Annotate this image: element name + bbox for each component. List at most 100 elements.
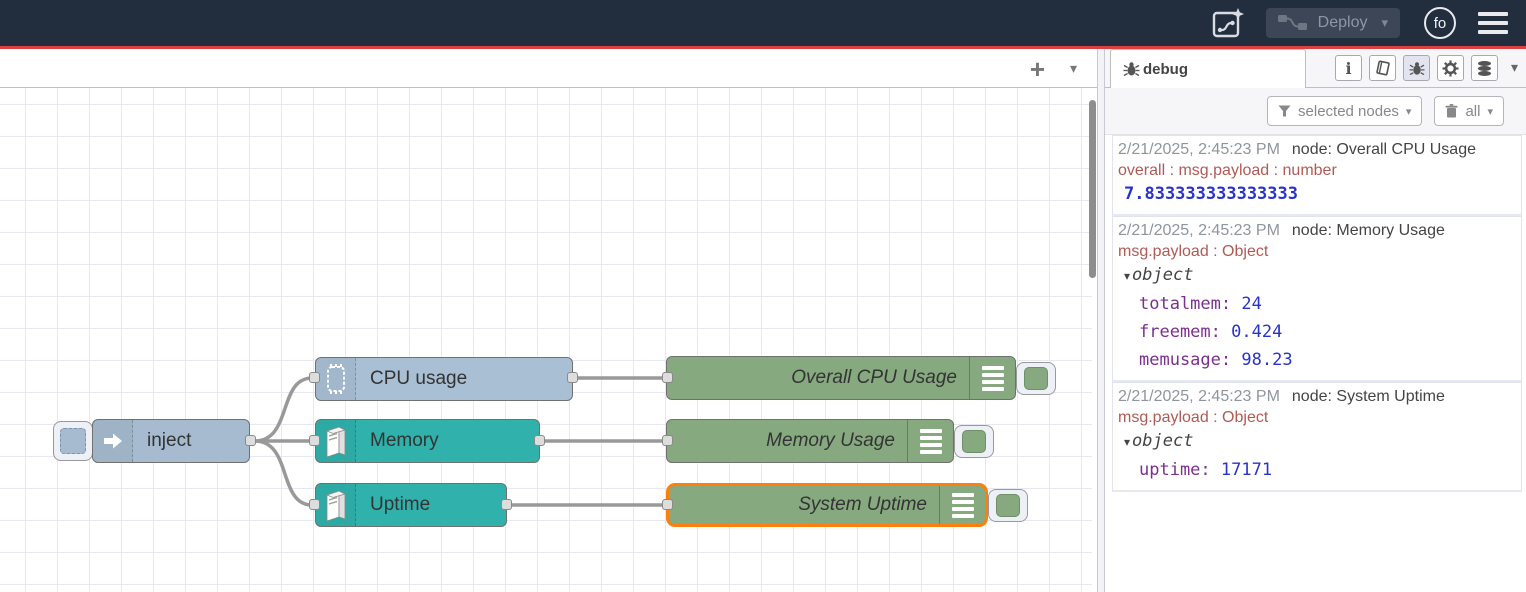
port-inject-out[interactable] [245, 435, 256, 446]
object-label: object [1132, 431, 1194, 451]
server-tower-icon [316, 420, 356, 462]
flow-tabbar: + ▾ [0, 49, 1097, 88]
node-debug-overall-cpu[interactable]: Overall CPU Usage [666, 356, 1016, 400]
deploy-label: Deploy [1317, 14, 1368, 31]
message-meta: msg.payload : Object [1118, 243, 1269, 260]
payload-property: freemem: 0.424 [1118, 318, 1516, 346]
tab-debug-button[interactable] [1403, 55, 1430, 81]
sidebar-resize-handle[interactable] [1097, 49, 1105, 592]
flow-canvas[interactable]: inject CPU usage [0, 88, 1096, 592]
header-bar: Deploy ▾ fo [0, 0, 1526, 46]
debug-filter-button[interactable]: selected nodes ▾ [1267, 96, 1423, 126]
debug-console-icon [969, 357, 1015, 399]
payload-property: totalmem: 24 [1118, 290, 1516, 318]
tab-help-button[interactable] [1369, 55, 1396, 81]
tab-config-button[interactable] [1437, 55, 1464, 81]
info-icon: i [1345, 58, 1352, 78]
add-flow-button[interactable]: + [1029, 54, 1045, 84]
port-debug-cpu-in[interactable] [662, 372, 673, 383]
flow-assistant-icon[interactable] [1208, 6, 1248, 40]
node-memory[interactable]: Memory [315, 419, 540, 463]
wire[interactable] [253, 439, 314, 507]
server-tower-icon [316, 484, 356, 526]
property-value: 17171 [1220, 460, 1273, 480]
node-label: Memory [370, 430, 439, 451]
wire[interactable] [253, 376, 314, 443]
property-key: uptime: [1139, 460, 1211, 480]
database-icon [1478, 60, 1491, 76]
inject-trigger-button[interactable] [53, 421, 93, 461]
user-avatar[interactable]: fo [1424, 7, 1456, 39]
deploy-button[interactable]: Deploy ▾ [1265, 8, 1400, 38]
filter-icon [1278, 105, 1291, 117]
filter-label: selected nodes [1298, 102, 1399, 120]
message-meta: msg.payload : Object [1118, 409, 1269, 426]
port-memory-out[interactable] [534, 435, 545, 446]
inject-arrow-icon [93, 420, 133, 462]
tab-debug-label: debug [1143, 60, 1188, 78]
debug-clear-button[interactable]: all ▾ [1434, 96, 1504, 126]
gear-icon [1442, 60, 1459, 76]
node-uptime[interactable]: Uptime [315, 483, 507, 527]
debug-toggle-button[interactable] [954, 425, 994, 458]
canvas-vertical-scrollbar[interactable] [1089, 100, 1096, 278]
filter-caret-icon: ▾ [1405, 105, 1412, 118]
bug-icon [1123, 62, 1140, 77]
message-timestamp: 2/21/2025, 2:45:23 PM [1118, 141, 1280, 158]
port-uptime-in[interactable] [309, 499, 320, 510]
node-inject[interactable]: inject [92, 419, 250, 463]
node-debug-memory-usage[interactable]: Memory Usage [666, 419, 954, 463]
node-label: Memory Usage [766, 430, 895, 451]
header-underline [0, 46, 1526, 49]
message-node-name: node: System Uptime [1291, 388, 1445, 405]
sidebar-menu-caret-icon[interactable]: ▾ [1510, 59, 1518, 75]
message-timestamp: 2/21/2025, 2:45:23 PM [1118, 388, 1280, 405]
port-uptime-out[interactable] [501, 499, 512, 510]
wire-layer [253, 376, 667, 507]
collapse-caret-icon[interactable]: ▾ [1124, 269, 1131, 283]
port-cpu-in[interactable] [309, 372, 320, 383]
deploy-caret-icon[interactable]: ▾ [1381, 15, 1388, 30]
clear-caret-icon: ▾ [1487, 105, 1493, 118]
message-meta: overall : msg.payload : number [1118, 162, 1337, 179]
trash-icon [1445, 104, 1458, 118]
tab-debug[interactable]: debug [1110, 49, 1306, 88]
node-debug-system-uptime-selected[interactable]: System Uptime [666, 483, 988, 527]
node-label: inject [147, 430, 192, 451]
debug-console-icon [907, 420, 953, 462]
clear-label: all [1465, 102, 1481, 120]
message-node-name: node: Memory Usage [1291, 222, 1445, 239]
book-icon [1375, 60, 1390, 76]
node-label: Uptime [370, 494, 431, 515]
node-cpu-usage[interactable]: CPU usage [315, 357, 573, 401]
message-payload-value: 7.833333333333333 [1124, 184, 1298, 204]
node-label: CPU usage [370, 368, 468, 389]
message-node-name: node: Overall CPU Usage [1291, 141, 1476, 158]
debug-toolbar: selected nodes ▾ all ▾ [1105, 88, 1526, 135]
node-label: System Uptime [798, 494, 927, 515]
main-menu-icon[interactable] [1478, 12, 1508, 34]
object-label: object [1132, 265, 1194, 285]
property-value: 24 [1241, 294, 1262, 314]
tab-context-button[interactable] [1471, 55, 1498, 81]
deploy-node-icon [1277, 15, 1307, 30]
flow-list-caret-icon[interactable]: ▾ [1069, 60, 1077, 76]
tab-info-button[interactable]: i [1335, 55, 1362, 81]
port-debug-memory-in[interactable] [662, 435, 673, 446]
port-memory-in[interactable] [309, 435, 320, 446]
property-value: 98.23 [1241, 350, 1293, 370]
collapse-caret-icon[interactable]: ▾ [1124, 435, 1131, 449]
avatar-initials: fo [1433, 14, 1447, 32]
port-debug-uptime-in[interactable] [662, 499, 673, 510]
property-key: memusage: [1139, 350, 1232, 370]
debug-console-icon [939, 486, 985, 524]
debug-toggle-button[interactable] [1016, 362, 1056, 395]
debug-sidebar: debug i [1105, 49, 1526, 592]
debug-toggle-button[interactable] [988, 489, 1028, 522]
property-value: 0.424 [1231, 322, 1283, 342]
cpu-chip-icon [316, 358, 356, 400]
sidebar-tabbar: debug i [1105, 49, 1526, 88]
port-cpu-out[interactable] [567, 372, 578, 383]
payload-property: uptime: 17171 [1118, 456, 1516, 484]
